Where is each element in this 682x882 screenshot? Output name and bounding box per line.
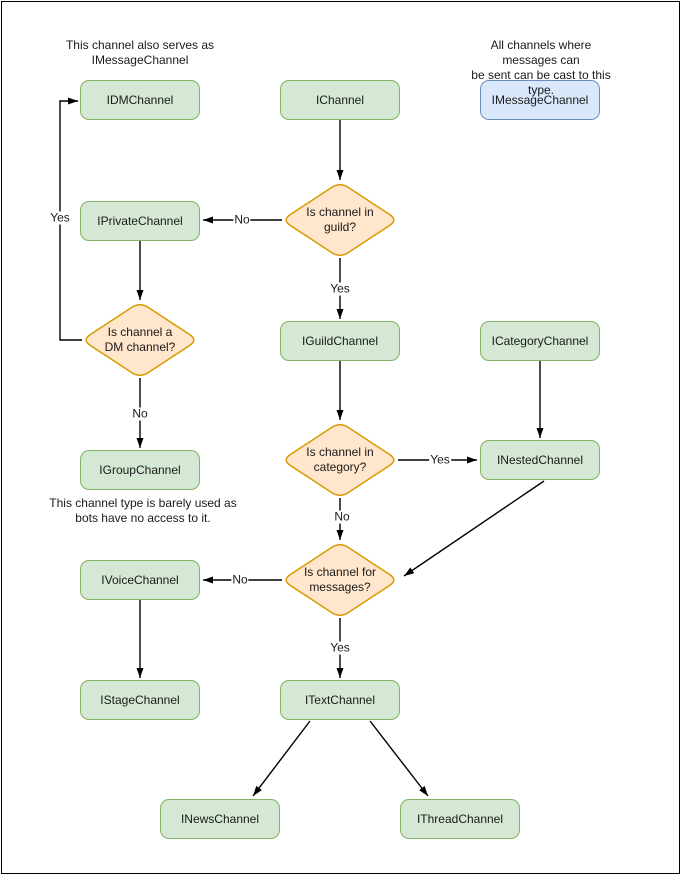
decision-for-messages-label: Is channel for messages? — [303, 565, 377, 594]
decision-is-dm-label: Is channel a DM channel? — [104, 325, 176, 354]
node-istagechannel: IStageChannel — [80, 680, 200, 720]
node-igroupchannel: IGroupChannel — [80, 450, 200, 490]
edge-label-no-for-messages: No — [231, 572, 249, 587]
note-imessagechannel: All channels where messages can be sent … — [471, 38, 611, 97]
edge-inestedchannel-to-formessages — [403, 480, 545, 577]
edge-label-yes-in-guild: Yes — [329, 281, 351, 296]
node-icategorychannel: ICategoryChannel — [480, 321, 600, 361]
node-ivoicechannel: IVoiceChannel — [80, 560, 200, 600]
node-itextchannel: ITextChannel — [280, 680, 400, 720]
edge-label-no-in-guild: No — [233, 212, 251, 227]
edge-itextchannel-to-inewschannel — [252, 720, 311, 797]
node-iprivatechannel: IPrivateChannel — [80, 201, 200, 241]
node-inestedchannel: INestedChannel — [480, 440, 600, 480]
note-idmchannel: This channel also serves as IMessageChan… — [65, 38, 215, 67]
decision-in-guild-shape — [285, 184, 395, 256]
node-idmchannel: IDMChannel — [80, 80, 200, 120]
node-imessagechannel: IMessageChannel — [480, 80, 600, 120]
node-ithreadchannel: IThreadChannel — [400, 799, 520, 839]
note-igroupchannel: This channel type is barely used as bots… — [49, 496, 237, 525]
edge-label-no-in-category: No — [333, 509, 351, 524]
edge-label-yes-for-messages: Yes — [329, 640, 351, 655]
edge-label-no-is-dm: No — [131, 406, 149, 421]
node-inewschannel: INewsChannel — [160, 799, 280, 839]
node-ichannel: IChannel — [280, 80, 400, 120]
decision-for-messages-shape — [285, 544, 395, 616]
edge-itextchannel-to-ithreadchannel — [369, 720, 429, 797]
decision-in-guild-label: Is channel in guild? — [306, 205, 374, 234]
decision-is-dm-shape — [85, 304, 195, 376]
edge-label-yes-is-dm: Yes — [49, 210, 71, 225]
decision-in-category-shape — [285, 424, 395, 496]
decision-in-category-label: Is channel in category? — [306, 445, 374, 474]
edge-label-yes-in-category: Yes — [429, 452, 451, 467]
node-iguildchannel: IGuildChannel — [280, 321, 400, 361]
